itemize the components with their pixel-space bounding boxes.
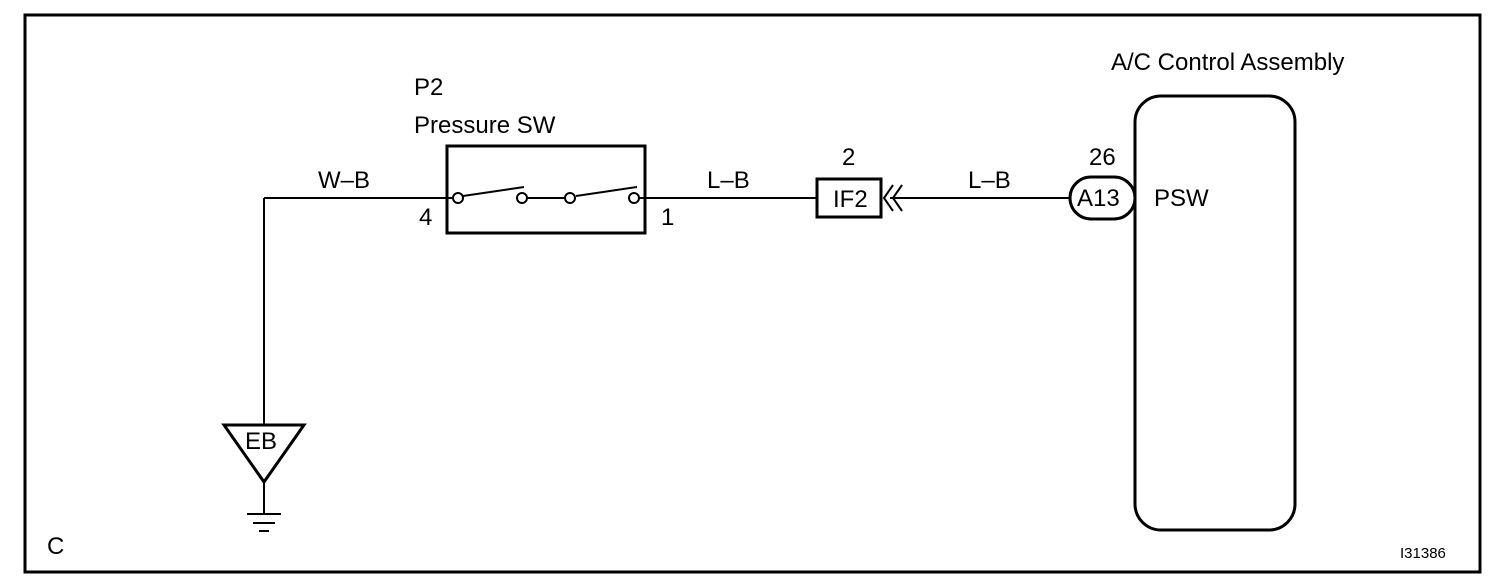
- switch-code: P2: [414, 74, 443, 101]
- ground-wire: [263, 197, 447, 425]
- switch-pin-4: 4: [419, 204, 432, 231]
- pressure-switch-box: [445, 144, 647, 235]
- ground-point-label: EB: [245, 428, 277, 455]
- ecu-terminal-name: PSW: [1154, 185, 1209, 212]
- switch-pin-1: 1: [661, 204, 674, 231]
- ecu-title: A/C Control Assembly: [1111, 49, 1344, 76]
- junction-connector-box: [815, 177, 883, 219]
- ecu-box: [1133, 94, 1297, 532]
- section-letter: C: [47, 533, 64, 560]
- switch-name: Pressure SW: [414, 112, 556, 139]
- junction-connector-pin: 2: [842, 144, 855, 171]
- ground-point: [221, 423, 307, 513]
- connector-to-ecu-wire-label: L–B: [968, 167, 1011, 194]
- chassis-ground-icon: [247, 513, 281, 532]
- switch-to-connector-wire-label: L–B: [707, 167, 750, 194]
- junction-connector-label: IF2: [833, 186, 868, 213]
- ecu-connector-pin: 26: [1089, 144, 1116, 171]
- pressure-switch-contacts-icon: [447, 186, 645, 204]
- ecu-connector-label: A13: [1077, 185, 1120, 212]
- ecu-connector-oval: [1068, 175, 1137, 221]
- diagram-frame: [23, 13, 1482, 574]
- ground-wire-color-label: W–B: [318, 167, 370, 194]
- figure-code: I31386: [1400, 545, 1446, 562]
